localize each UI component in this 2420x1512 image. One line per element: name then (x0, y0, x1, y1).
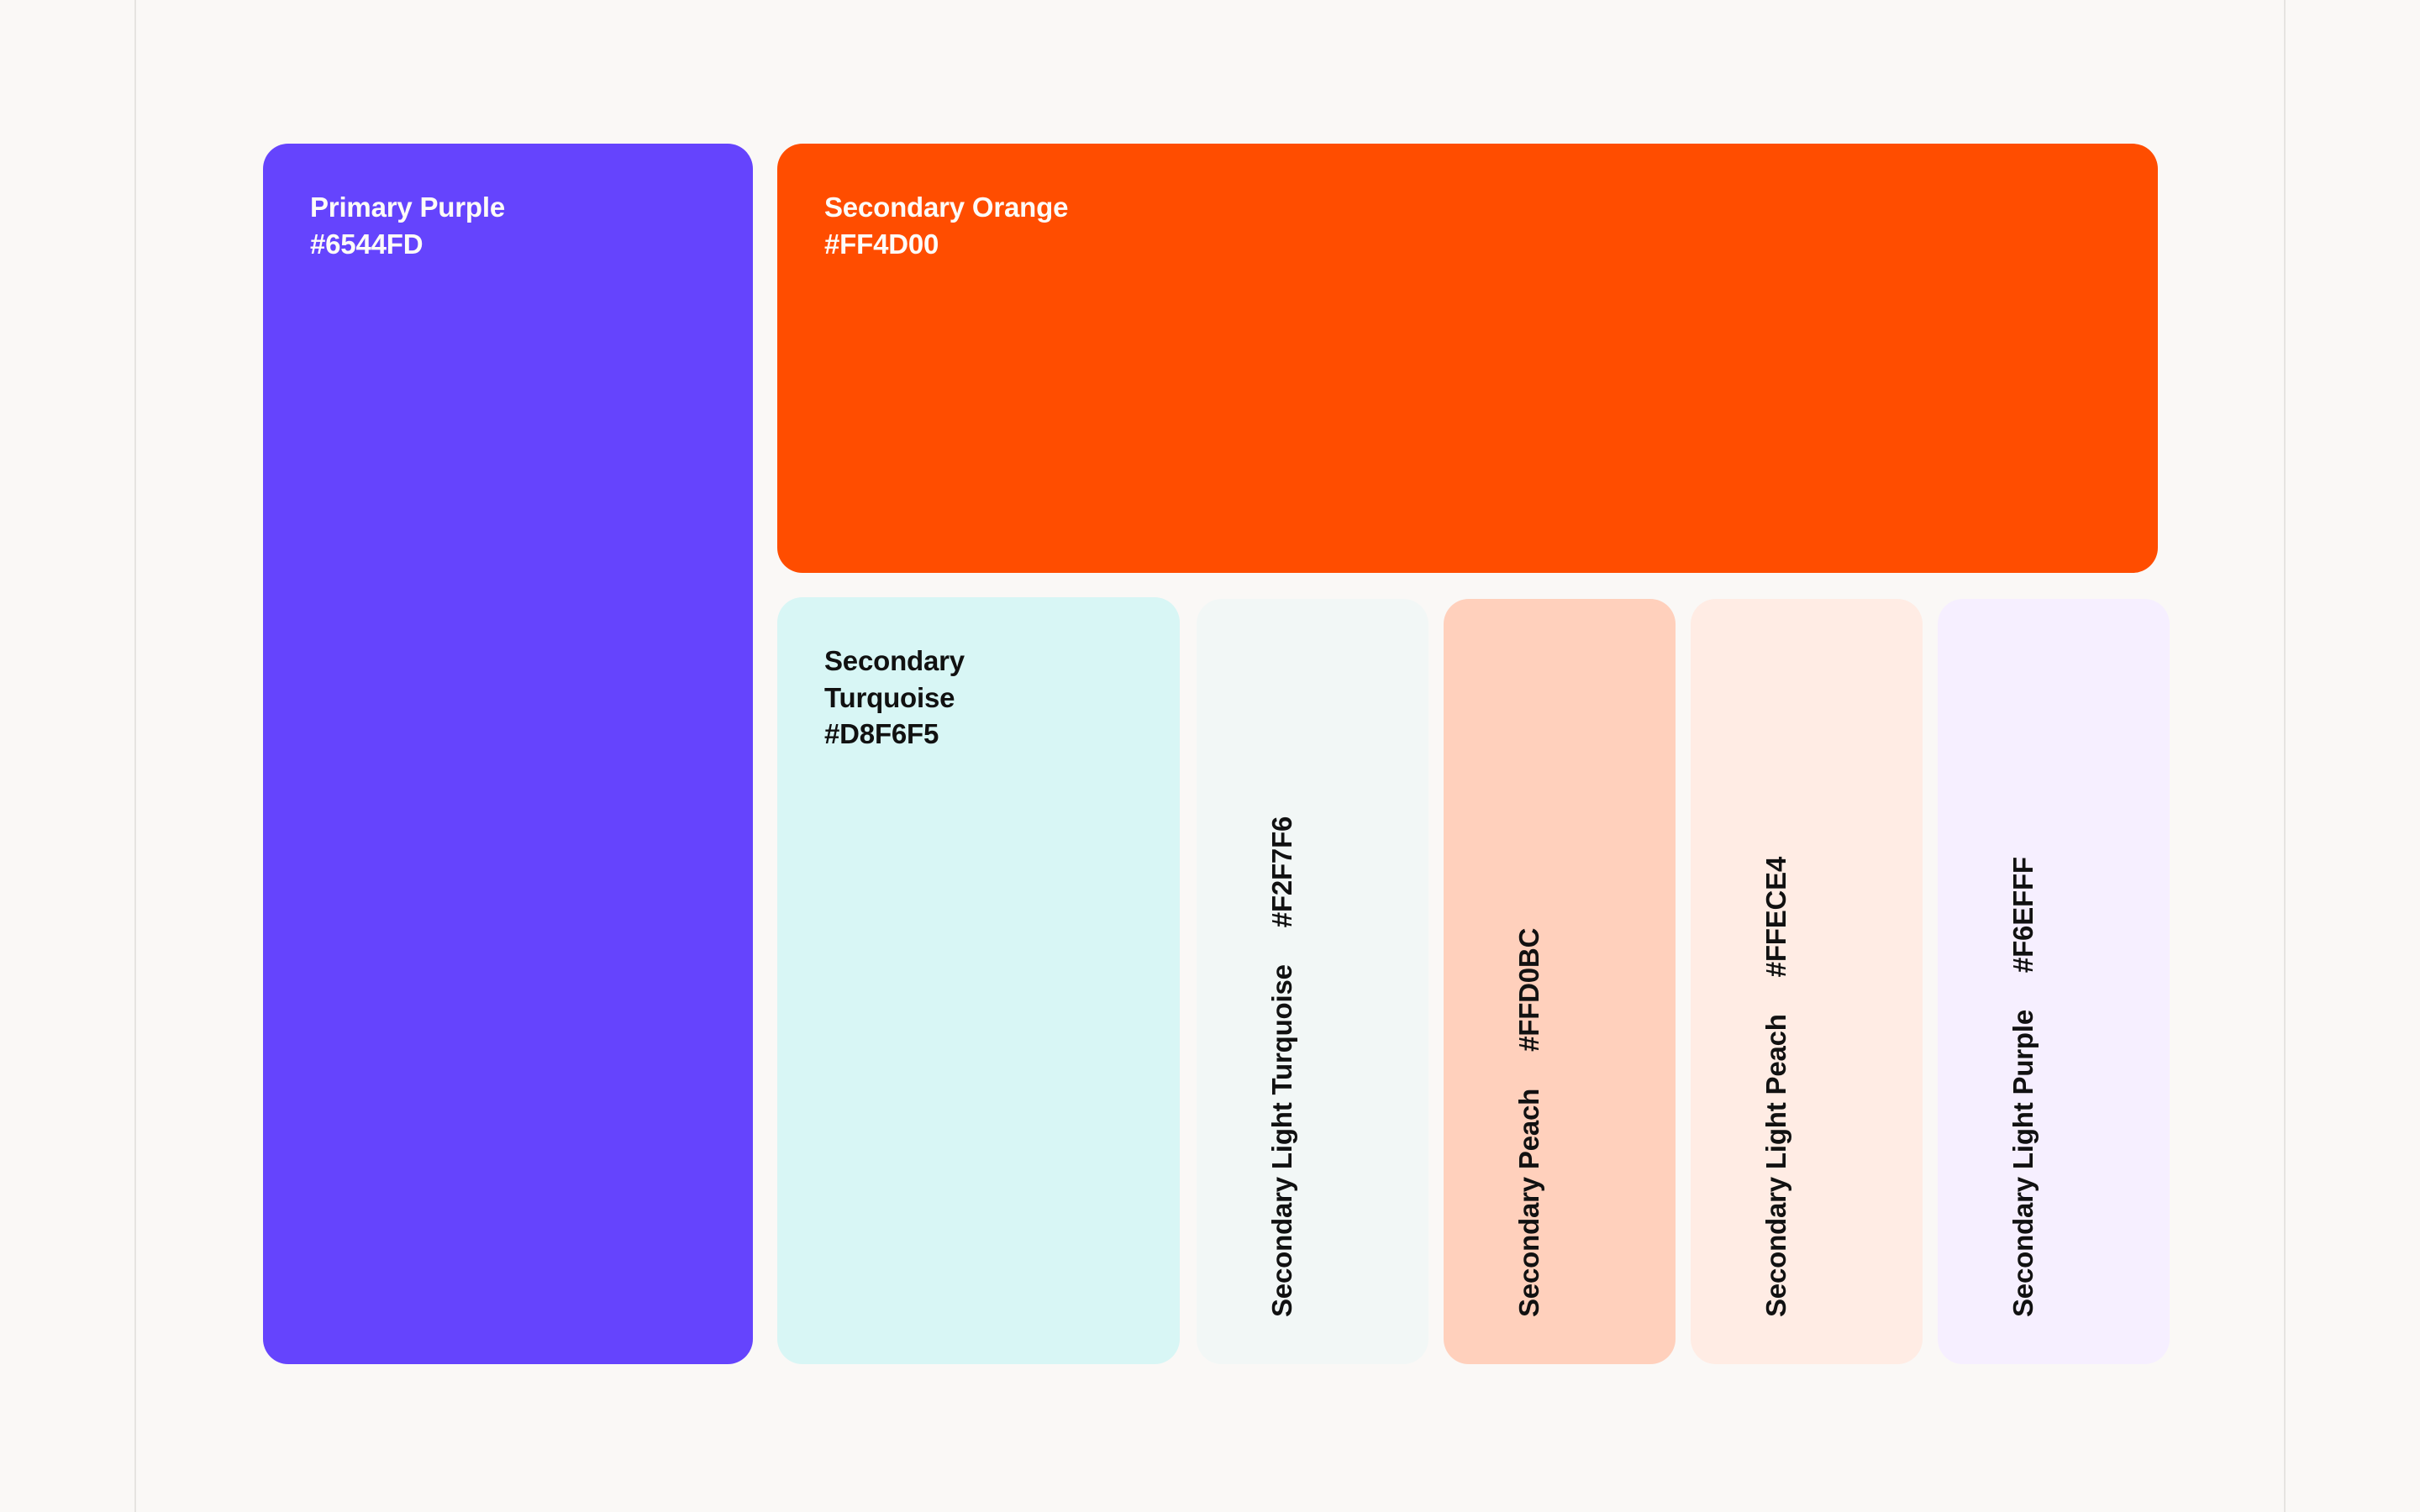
right-guide-rule (2284, 0, 2286, 1512)
swatch-secondary-orange[interactable]: Secondary Orange #FF4D00 (777, 144, 2158, 573)
swatch-secondary-light-purple[interactable]: Secondary Light Purple #F6EFFF (1938, 599, 2170, 1364)
swatch-primary-purple[interactable]: Primary Purple #6544FD (263, 144, 753, 1364)
swatch-hex: #6544FD (310, 228, 424, 260)
swatch-hex: #F6EFFF (2007, 857, 2039, 974)
swatch-name: Secondary Peach (1513, 1088, 1544, 1317)
swatch-secondary-peach[interactable]: Secondary Peach #FFD0BC (1444, 599, 1676, 1364)
swatch-secondary-turquoise[interactable]: Secondary Turquoise #D8F6F5 (777, 597, 1180, 1364)
swatch-hex: #F2F7F6 (1266, 816, 1297, 928)
swatch-vertical-label: Secondary Peach #FFD0BC (1513, 928, 1545, 1317)
swatch-name: Secondary Orange (824, 192, 1069, 223)
swatch-secondary-light-peach[interactable]: Secondary Light Peach #FFECE4 (1691, 599, 1923, 1364)
swatch-vertical-label: Secondary Light Peach #FFECE4 (1760, 857, 1792, 1317)
swatch-name: Primary Purple (310, 192, 505, 223)
swatch-secondary-light-turquoise[interactable]: Secondary Light Turquoise #F2F7F6 (1197, 599, 1428, 1364)
swatch-name: Secondary Light Turquoise (1266, 964, 1297, 1317)
swatch-hex: #D8F6F5 (824, 718, 939, 750)
swatch-hex: #FFECE4 (1760, 856, 1791, 978)
swatch-vertical-label: Secondary Light Purple #F6EFFF (2007, 857, 2039, 1317)
swatch-name: Secondary Turquoise (824, 645, 965, 713)
left-guide-rule (134, 0, 136, 1512)
swatch-name: Secondary Light Peach (1760, 1014, 1791, 1317)
swatch-vertical-label: Secondary Light Turquoise #F2F7F6 (1266, 816, 1298, 1317)
swatch-name: Secondary Light Purple (2007, 1010, 2039, 1317)
swatch-hex: #FF4D00 (824, 228, 939, 260)
swatch-hex: #FFD0BC (1513, 927, 1544, 1052)
